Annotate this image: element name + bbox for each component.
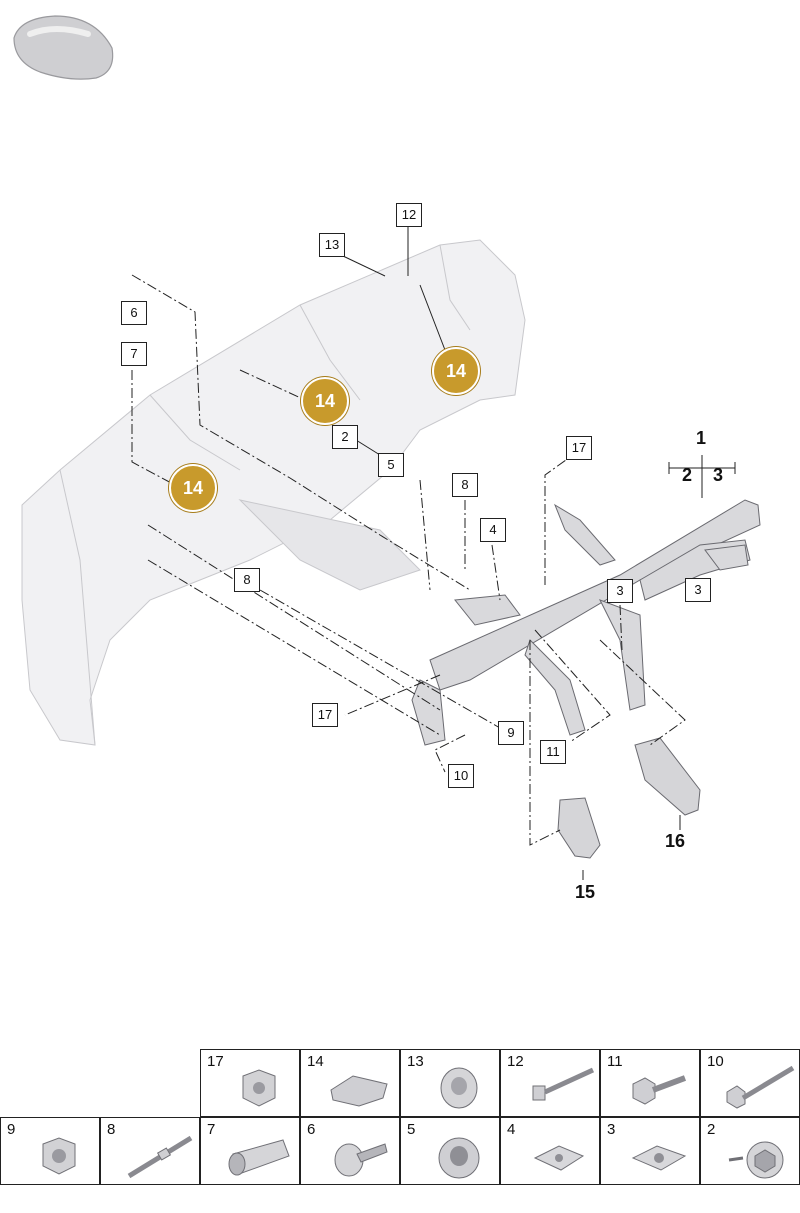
callout-2: 2 — [332, 425, 358, 449]
solid-leaders — [342, 226, 736, 880]
legend-cell-13: 13 — [400, 1049, 500, 1117]
bracket-15 — [557, 797, 601, 859]
legend-cell-9: 9 — [0, 1117, 100, 1185]
long-hex-bolt-icon — [726, 1065, 795, 1109]
callout-12: 12 — [396, 203, 422, 227]
legend-cell-12: 12 — [500, 1049, 600, 1117]
callout-17: 17 — [566, 436, 592, 460]
assembly-1-label: 1 — [696, 428, 707, 448]
exploded-parts-diagram — [13, 15, 761, 880]
callout-9: 9 — [498, 721, 524, 745]
washer-icon — [440, 1067, 478, 1109]
assembly-2-label: 2 — [682, 465, 693, 485]
legend-num-4: 4 — [507, 1121, 516, 1138]
legend-num-9: 9 — [7, 1121, 16, 1138]
callout-5: 5 — [378, 453, 404, 477]
u-nut-clip-icon — [631, 1145, 687, 1171]
bracket-16 — [634, 737, 701, 816]
legend-cell-3: 3 — [600, 1117, 700, 1185]
part-15-label: 15 — [575, 882, 596, 902]
legend-cell-10: 10 — [700, 1049, 800, 1117]
gold-callout-14-b: 14 — [301, 377, 349, 425]
part-16-label: 16 — [665, 831, 686, 851]
damping-pad-icon — [330, 1075, 388, 1107]
legend-num-2: 2 — [707, 1121, 716, 1138]
car-thumbnail-icon — [13, 15, 114, 80]
legend-num-10: 10 — [707, 1053, 724, 1070]
rivet-nut-icon — [228, 1139, 290, 1176]
legend-num-17: 17 — [207, 1053, 224, 1070]
gold-callout-14-a: 14 — [432, 347, 480, 395]
callout-4: 4 — [480, 518, 506, 542]
gold-callout-14-c: 14 — [169, 464, 217, 512]
callout-11: 11 — [540, 740, 566, 764]
long-bolt-icon — [532, 1067, 595, 1101]
assembly-3-label: 3 — [713, 465, 724, 485]
hex-flange-nut-icon — [242, 1069, 276, 1107]
callout-3-right: 3 — [685, 578, 711, 602]
legend-num-14: 14 — [307, 1053, 324, 1070]
callout-7: 7 — [121, 342, 147, 366]
legend-num-13: 13 — [407, 1053, 424, 1070]
legend-cell-7: 7 — [200, 1117, 300, 1185]
legend-num-5: 5 — [407, 1121, 416, 1138]
legend-num-11: 11 — [607, 1053, 623, 1070]
expanding-nut-icon — [728, 1141, 784, 1179]
flange-bolt-icon — [632, 1075, 687, 1105]
stud-bolt-icon — [127, 1135, 193, 1179]
threaded-bushing-icon — [334, 1143, 388, 1177]
legend-cell-17: 17 — [200, 1049, 300, 1117]
legend-cell-4: 4 — [500, 1117, 600, 1185]
callout-8: 8 — [452, 473, 478, 497]
legend-num-12: 12 — [507, 1053, 524, 1070]
callout-3-upper: 3 — [607, 579, 633, 603]
spacer-ring-icon — [438, 1137, 480, 1179]
hex-nut-icon — [42, 1137, 76, 1175]
legend-num-8: 8 — [107, 1121, 116, 1138]
legend-num-6: 6 — [307, 1121, 316, 1138]
callout-13: 13 — [319, 233, 345, 257]
callout-10: 10 — [448, 764, 474, 788]
legend-cell-8: 8 — [100, 1117, 200, 1185]
legend-cell-6: 6 — [300, 1117, 400, 1185]
callout-8-lower: 8 — [234, 568, 260, 592]
callout-6: 6 — [121, 301, 147, 325]
legend-cell-11: 11 — [600, 1049, 700, 1117]
legend-num-3: 3 — [607, 1121, 616, 1138]
legend-num-7: 7 — [207, 1121, 216, 1138]
callout-17-lower: 17 — [312, 703, 338, 727]
cross-member-assembly — [411, 499, 761, 746]
legend-cell-14: 14 — [300, 1049, 400, 1117]
legend-cell-2: 2 — [700, 1117, 800, 1185]
spring-clip-icon — [533, 1145, 585, 1171]
legend-cell-5: 5 — [400, 1117, 500, 1185]
